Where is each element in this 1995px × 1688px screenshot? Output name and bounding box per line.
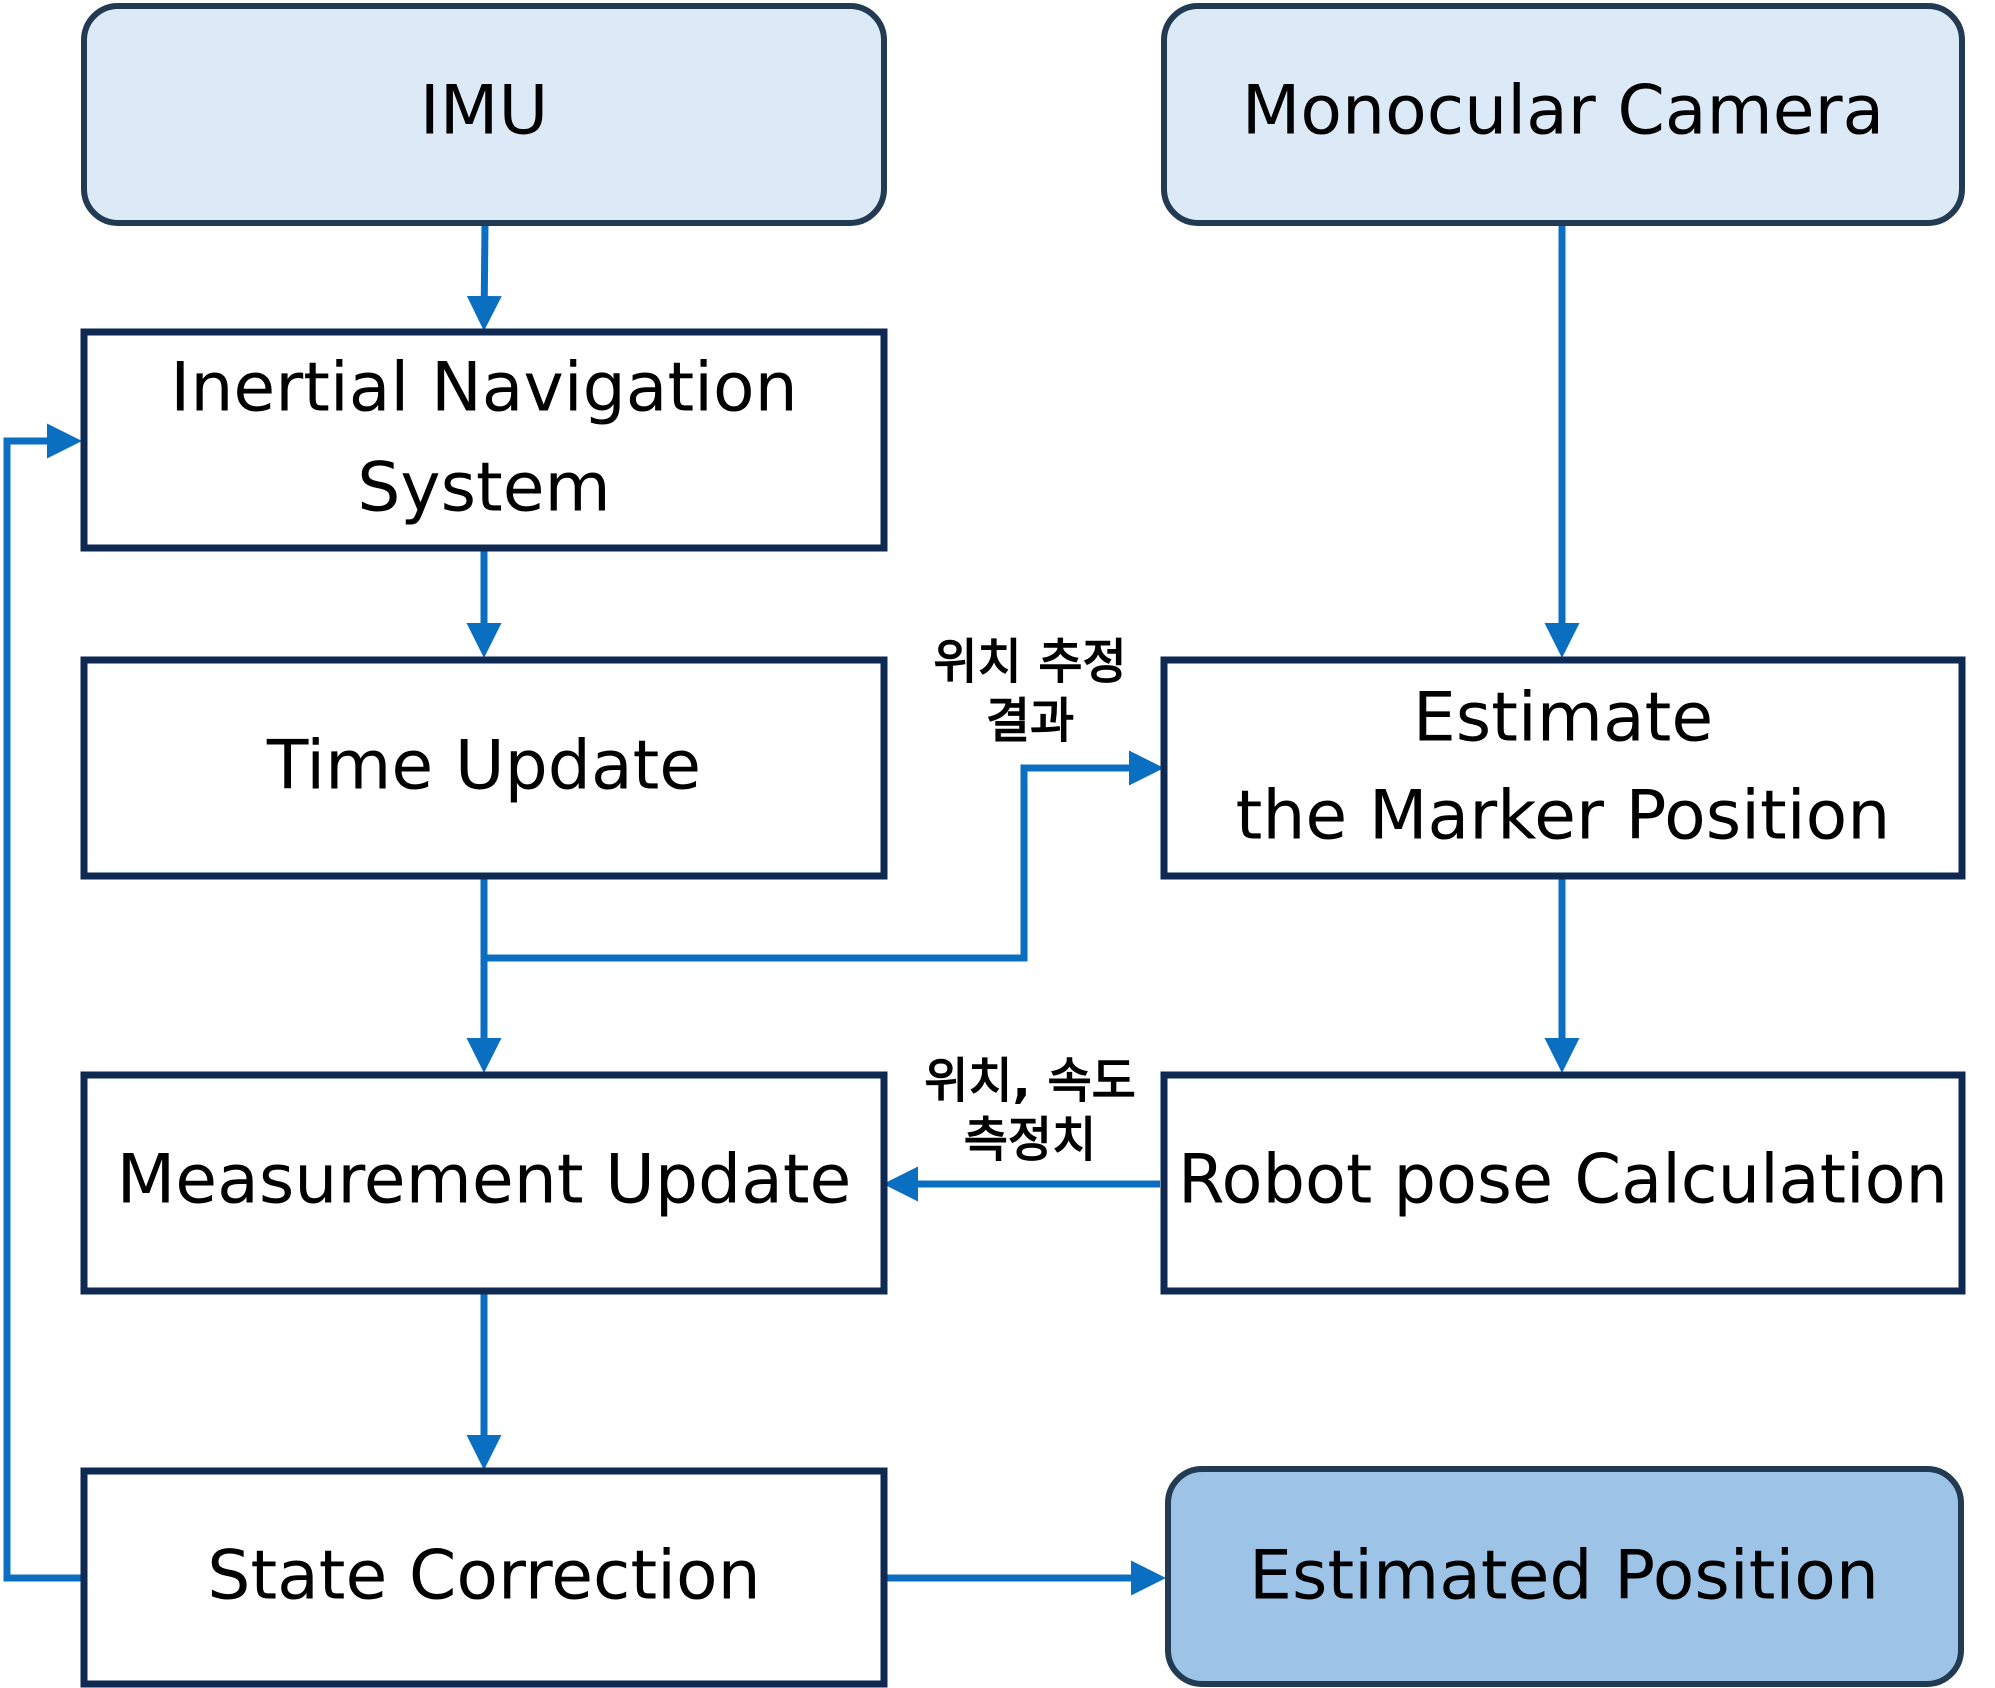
state-correction-box: [80, 1467, 888, 1688]
imu-node: IMU: [81, 3, 887, 226]
estimated-position-node: Estimated Position: [1165, 1466, 1964, 1687]
edge-label-position-estimate: 위치 추정 결과: [933, 634, 1126, 749]
robot-pose-box: [1160, 1071, 1966, 1295]
ins-label-line2: System: [357, 449, 611, 528]
imu-box: [81, 3, 887, 226]
marker-estimate-label-line2: the Marker Position: [1236, 777, 1891, 856]
time-update-node: Time Update: [80, 656, 888, 880]
robot-pose-label: Robot pose Calculation: [1178, 1141, 1948, 1220]
arrow-time-update-to-marker-estimate: [484, 750, 1164, 962]
arrow-imu-to-ins: [466, 223, 502, 331]
edge-label-pos-vel-measure-line1: 위치, 속도: [924, 1053, 1136, 1109]
marker-estimate-box: [1160, 656, 1966, 880]
edge-label-pos-vel-measure-line2: 측정치: [964, 1112, 1096, 1168]
ins-label-line1: Inertial Navigation: [170, 349, 797, 428]
edge-label-position-estimate-line2: 결과: [986, 693, 1074, 749]
edge-label-pos-vel-measure: 위치, 속도 측정치: [924, 1053, 1136, 1168]
connectors: [3, 223, 1580, 1596]
marker-estimate-node: Estimate the Marker Position: [1160, 656, 1966, 880]
state-correction-label: State Correction: [207, 1537, 760, 1616]
arrow-state-correction-feedback-to-ins: [3, 423, 84, 1582]
estimated-position-label: Estimated Position: [1249, 1537, 1879, 1616]
camera-node: Monocular Camera: [1161, 3, 1965, 226]
ins-node: Inertial Navigation System: [80, 328, 888, 552]
camera-box: [1161, 3, 1965, 226]
time-update-box: [80, 656, 888, 880]
measurement-update-node: Measurement Update: [80, 1071, 888, 1295]
time-update-label: Time Update: [266, 727, 701, 806]
camera-label: Monocular Camera: [1242, 72, 1884, 151]
measurement-update-label: Measurement Update: [117, 1141, 852, 1220]
imu-label: IMU: [420, 72, 549, 151]
edge-label-position-estimate-line1: 위치 추정: [933, 634, 1126, 690]
estimated-position-box: [1165, 1466, 1964, 1687]
state-correction-node: State Correction: [80, 1467, 888, 1688]
marker-estimate-label-line1: Estimate: [1413, 679, 1713, 758]
robot-pose-node: Robot pose Calculation: [1160, 1071, 1966, 1295]
measurement-update-box: [80, 1071, 888, 1295]
ins-box: [80, 328, 888, 552]
